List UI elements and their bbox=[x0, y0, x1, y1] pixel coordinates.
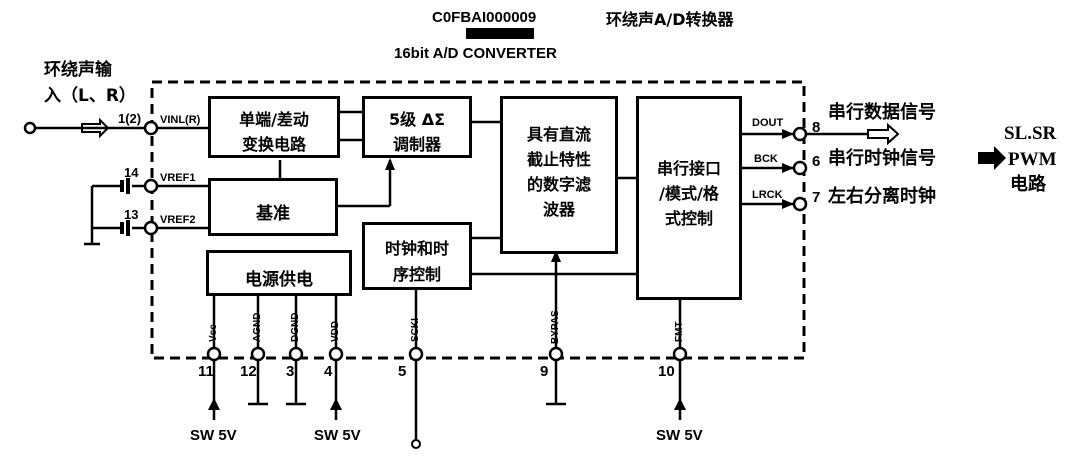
modulator-block: 5级 ΔΣ 调制器 bbox=[362, 96, 472, 158]
reference-block: 基准 bbox=[208, 178, 338, 236]
pin-vdd-number: 4 bbox=[324, 363, 333, 380]
pin-bypas-label: BYPAS bbox=[550, 310, 561, 344]
pin-vref2-label: VREF2 bbox=[160, 214, 196, 226]
converter-subtitle: 16bit A/D CONVERTER bbox=[394, 45, 557, 62]
power-label: 电源供电 bbox=[245, 270, 313, 290]
pin-scki-number: 5 bbox=[398, 363, 407, 380]
pin-bck bbox=[792, 160, 808, 176]
sw5v-label-c: SW 5V bbox=[656, 427, 703, 444]
pin-fmt-label: FMT bbox=[674, 321, 685, 342]
pin-vinl bbox=[143, 120, 159, 136]
filter-line4: 波器 bbox=[542, 200, 575, 219]
filter-line2: 截止特性 bbox=[526, 150, 591, 169]
input-wire bbox=[23, 121, 210, 135]
input-arrow-icon bbox=[81, 117, 110, 139]
modulator-line2: 调制器 bbox=[392, 135, 441, 154]
lr-clock-label: 左右分离时钟 bbox=[828, 186, 936, 207]
pin-lrck-number: 7 bbox=[812, 189, 821, 206]
supply-arrowheads bbox=[208, 398, 686, 410]
single-diff-block: 单端/差动 变换电路 bbox=[208, 96, 340, 158]
filter-line1: 具有直流 bbox=[526, 125, 591, 144]
modulator-line1: 5级 ΔΣ bbox=[388, 110, 446, 129]
pin-agnd bbox=[250, 346, 266, 362]
serial-data-signal-label: 串行数据信号 bbox=[828, 102, 936, 123]
digital-filter-block: 具有直流 截止特性 的数字滤 波器 bbox=[500, 96, 618, 254]
pin-vcc-number: 11 bbox=[198, 363, 214, 380]
pin-agnd-number: 12 bbox=[240, 363, 257, 380]
part-number-bar bbox=[466, 28, 534, 39]
pin-vref2 bbox=[143, 220, 159, 236]
pin-vinl-label: VINL(R) bbox=[160, 114, 201, 126]
pin-dgnd bbox=[288, 346, 304, 362]
destination-line3: 电路 bbox=[1010, 174, 1046, 195]
pwm-arrow-icon bbox=[978, 146, 1006, 170]
pin-fmt bbox=[672, 346, 688, 362]
bottom-external-wires bbox=[212, 360, 682, 440]
single-diff-line2: 变换电路 bbox=[241, 135, 306, 154]
pin-lrck bbox=[792, 196, 808, 212]
serial-line3: 式控制 bbox=[664, 209, 713, 228]
serial-line2: /模式/格 bbox=[659, 184, 719, 203]
serial-line1: 串行接口 bbox=[656, 159, 721, 178]
destination-line2: PWM bbox=[1008, 149, 1057, 170]
pin-vref1 bbox=[143, 178, 159, 194]
pin-bypas-number: 9 bbox=[540, 363, 549, 380]
serial-clock-signal-label: 串行时钟信号 bbox=[828, 148, 936, 169]
chip-boundary bbox=[150, 80, 806, 360]
vref-capacitor-icon bbox=[120, 178, 130, 236]
serial-data-arrow-icon bbox=[867, 122, 900, 146]
pin-vref2-number: 13 bbox=[124, 207, 139, 222]
scki-terminal bbox=[411, 439, 421, 449]
pin-scki bbox=[408, 346, 424, 362]
serial-interface-block: 串行接口 /模式/格 式控制 bbox=[636, 96, 742, 300]
power-supply-block: 电源供电 bbox=[206, 250, 352, 296]
pin-vref1-number: 14 bbox=[124, 165, 139, 180]
part-number: C0FBAI000009 bbox=[432, 9, 537, 26]
pin-vcc bbox=[206, 346, 222, 362]
pin-dout bbox=[792, 126, 808, 142]
sw5v-label-b: SW 5V bbox=[314, 427, 361, 444]
vref-wires bbox=[84, 184, 210, 246]
pin-lrck-label: LRCK bbox=[752, 189, 783, 201]
pin-bypas bbox=[548, 346, 564, 362]
output-arrowheads bbox=[782, 129, 794, 209]
pin-vcc-label: Vcc bbox=[208, 324, 219, 342]
pin-scki-label: SCKI bbox=[410, 318, 421, 342]
pin-fmt-number: 10 bbox=[658, 363, 675, 380]
reference-label: 基准 bbox=[256, 204, 290, 224]
clock-line2: 序控制 bbox=[392, 265, 441, 284]
pin-dout-label: DOUT bbox=[752, 117, 784, 129]
pin-vref1-label: VREF1 bbox=[160, 172, 196, 184]
input-label-line1: 环绕声输 bbox=[44, 60, 112, 80]
pin-agnd-label: AGND bbox=[252, 312, 263, 342]
pin-vdd-label: VDD bbox=[330, 320, 341, 342]
sw5v-label-a: SW 5V bbox=[190, 427, 237, 444]
pin-bck-number: 6 bbox=[812, 153, 821, 170]
pin-vdd bbox=[328, 346, 344, 362]
pin-dgnd-label: DGND bbox=[290, 312, 301, 342]
title-cn: 环绕声A/D转换器 bbox=[606, 10, 734, 29]
pin-vinl-number: 1(2) bbox=[118, 111, 142, 126]
pin-dout-number: 8 bbox=[812, 119, 821, 136]
pin-bck-label: BCK bbox=[754, 153, 778, 165]
filter-line3: 的数字滤 bbox=[526, 175, 591, 194]
pin-dgnd-number: 3 bbox=[286, 363, 295, 380]
input-label-line2: 入（L、R） bbox=[44, 86, 136, 106]
single-diff-line1: 单端/差动 bbox=[239, 110, 309, 129]
destination-line1: SL.SR bbox=[1004, 123, 1057, 144]
clock-line1: 时钟和时 bbox=[384, 239, 449, 258]
clock-timing-block: 时钟和时 序控制 bbox=[362, 222, 472, 290]
